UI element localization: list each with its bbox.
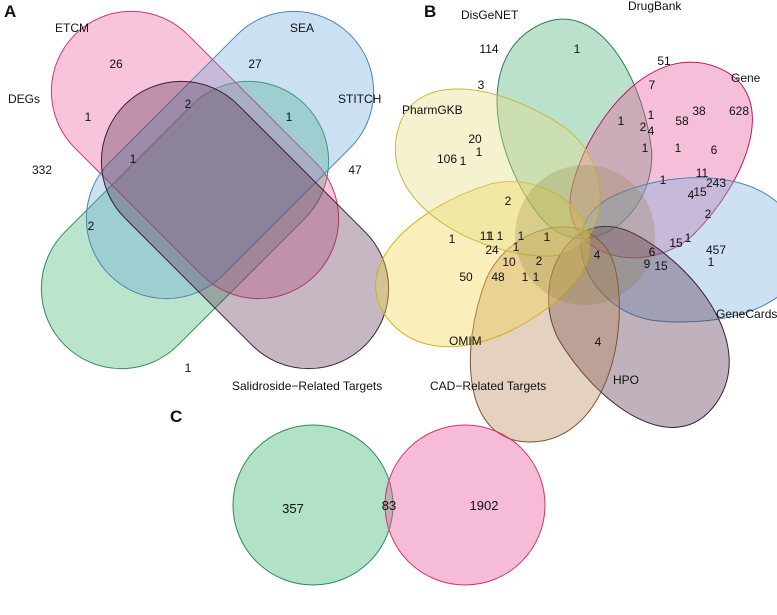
panel-b-count: 10: [502, 255, 516, 269]
panel-b-count: 457: [706, 243, 726, 257]
panel-b-count: 4: [594, 248, 601, 262]
panel-b-letter: B: [424, 2, 436, 21]
panel-b-count: 24: [485, 243, 499, 257]
degs-set-label: DEGs: [8, 92, 40, 106]
panel-b-count: 1: [660, 173, 667, 187]
panel-b-count: 106: [437, 152, 457, 166]
count-salidroside-only: 357: [282, 501, 304, 516]
cad-set-label: CAD−Related Targets: [430, 379, 546, 393]
panel-b-count: 1: [544, 230, 551, 244]
count-degs-etcm-sea: 1: [130, 152, 137, 166]
panel-b-count: 9: [644, 257, 651, 271]
panel-b-count: 114: [479, 42, 498, 56]
gene-set-shape: [580, 177, 777, 323]
disgenet-set-shape: [496, 18, 653, 239]
count-overlap: 83: [382, 498, 396, 513]
panel-a-letter: A: [4, 2, 16, 21]
panel-b-count: 15: [654, 259, 668, 273]
panel-b-count: 4: [648, 124, 655, 138]
panel-a: A DEGs ETCM SEA STITCH 26 27 332 47 2 1 …: [4, 2, 390, 375]
panel-b-count: 50: [459, 270, 473, 284]
genecards-set-label: GeneCards: [716, 307, 777, 321]
panel-b-count: 7: [649, 78, 656, 92]
panel-b-count: 1: [685, 231, 692, 245]
omim-set-label: OMIM: [449, 334, 482, 348]
count-sea-only: 27: [248, 57, 262, 71]
count-sea-stitch: 1: [286, 110, 293, 124]
stitch-set-label: STITCH: [338, 92, 381, 106]
panel-b-count: 38: [692, 104, 706, 118]
panel-c-letter: C: [170, 407, 182, 426]
panel-b-count: 243: [706, 176, 726, 190]
panel-c: C Salidroside−Related Targets CAD−Relate…: [170, 379, 546, 586]
panel-b-count: 11: [480, 229, 493, 243]
disgenet-set-label: DisGeNET: [461, 8, 519, 22]
panel-b-count: 1: [708, 255, 715, 269]
panel-b-count: 2: [505, 194, 512, 208]
panel-b-count: 4: [688, 188, 695, 202]
panel-b-count: 1: [618, 114, 625, 128]
drugbank-set-shape: [569, 61, 753, 259]
hpo-set-shape: [469, 226, 620, 443]
panel-b-count: 2: [640, 120, 647, 134]
etcm-set-label: ETCM: [55, 21, 89, 35]
panel-b-count: 1: [642, 141, 649, 155]
panel-b-count: 1: [522, 270, 529, 284]
pharmgkb-set-shape: [394, 88, 601, 257]
panel-b-count: 2: [705, 207, 712, 221]
panel-b-count: 2: [536, 254, 543, 268]
panel-b-count: 11: [696, 166, 709, 180]
count-degs-stitch: 1: [185, 361, 192, 375]
panel-b-count: 628: [729, 104, 749, 118]
panel-b: B: [375, 0, 777, 443]
panel-b-count: 3: [478, 78, 485, 92]
genecards-set-shape: [548, 226, 730, 428]
count-cad-only: 1902: [470, 498, 499, 513]
count-degs-etcm: 1: [85, 110, 92, 124]
panel-b-count: 1: [513, 240, 520, 254]
cad-set-shape: [384, 424, 546, 586]
panel-b-count: 1: [574, 42, 581, 56]
gene-set-label: Gene: [731, 71, 761, 85]
count-etcm-only: 26: [109, 57, 123, 71]
panel-b-count: 15: [693, 185, 707, 199]
panel-b-count: 1: [488, 229, 495, 243]
panel-b-count: 58: [675, 114, 689, 128]
panel-b-count: 1: [518, 229, 525, 243]
count-etcm-sea: 2: [185, 97, 192, 111]
pharmgkb-set-label: PharmGKB: [402, 103, 463, 117]
panel-b-count: 1: [476, 145, 483, 159]
panel-b-count: 1: [648, 108, 655, 122]
panel-b-count: 51: [657, 54, 671, 68]
panel-b-count: 6: [649, 245, 656, 259]
count-degs-sea: 2: [88, 219, 95, 233]
panel-b-count: 48: [491, 270, 505, 284]
sea-set-shape: [85, 10, 375, 300]
drugbank-set-label: DrugBank: [628, 0, 682, 13]
degs-set-shape: [40, 80, 330, 370]
panel-b-count: 1: [449, 232, 456, 246]
count-stitch-only: 47: [348, 163, 362, 177]
omim-set-shape: [375, 181, 591, 348]
panel-b-count: 1: [533, 270, 540, 284]
panel-b-count: 4: [595, 335, 602, 349]
hpo-set-label: HPO: [613, 373, 639, 387]
salidroside-set-shape: [232, 424, 394, 586]
panel-b-count: 1: [497, 229, 504, 243]
sea-set-label: SEA: [290, 21, 314, 35]
panel-b-count: 1: [675, 141, 682, 155]
salidroside-set-label: Salidroside−Related Targets: [232, 379, 382, 393]
count-degs-only: 332: [32, 163, 52, 177]
panel-b-count: 15: [669, 236, 683, 250]
panel-b-count: 1: [460, 154, 467, 168]
flower-core: [515, 165, 655, 305]
panel-b-count: 20: [468, 132, 482, 146]
panel-b-count: 6: [711, 143, 718, 157]
